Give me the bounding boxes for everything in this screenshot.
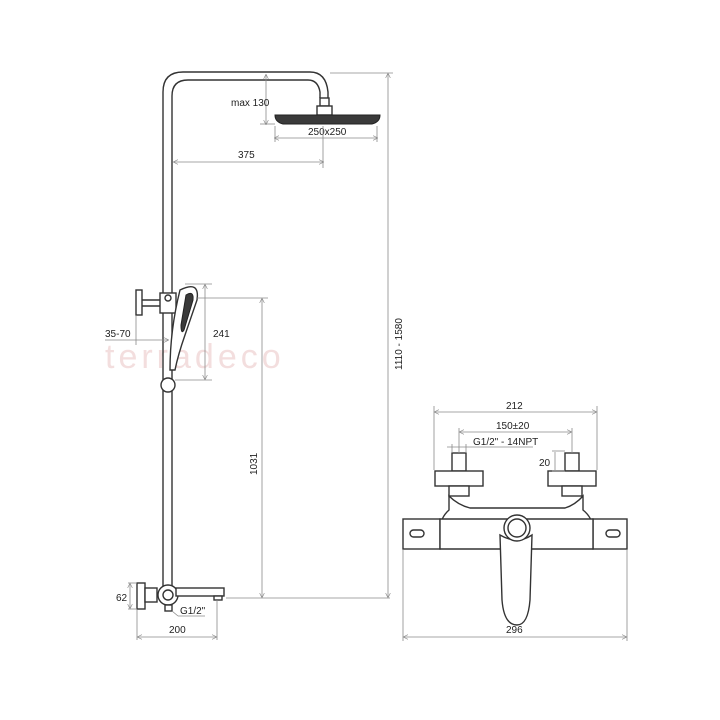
front-mixer — [402, 452, 628, 626]
shower-riser — [162, 71, 381, 590]
dim-thread: G1/2" - 14NPT — [473, 437, 538, 448]
dim-mixer-height: 1031 — [249, 452, 260, 475]
side-dimensions: max 130 250x250 375 1110 - 1580 241 35-7… — [105, 72, 405, 640]
side-mixer — [136, 582, 225, 612]
dim-mixer-depth: 62 — [116, 593, 128, 604]
hand-shower — [135, 286, 199, 393]
dim-spacing: 150±20 — [496, 421, 530, 432]
dim-spout-length: 200 — [169, 625, 186, 636]
dim-head-size: 250x250 — [308, 127, 347, 138]
watermark: terradeco — [105, 338, 285, 376]
dim-body-width: 296 — [506, 625, 523, 636]
dim-connection: G1/2" — [180, 606, 206, 617]
dim-eccentric: 20 — [539, 458, 551, 469]
dim-total-height: 1110 - 1580 — [394, 318, 405, 370]
dim-outer-width: 212 — [506, 401, 523, 412]
dim-wall-distance: 35-70 — [105, 329, 131, 340]
dim-head-height: max 130 — [231, 98, 270, 109]
dim-hand-shower: 241 — [213, 329, 230, 340]
front-dimensions: 212 150±20 G1/2" - 14NPT 20 296 — [402, 401, 628, 641]
dim-arm-length: 375 — [238, 150, 255, 161]
